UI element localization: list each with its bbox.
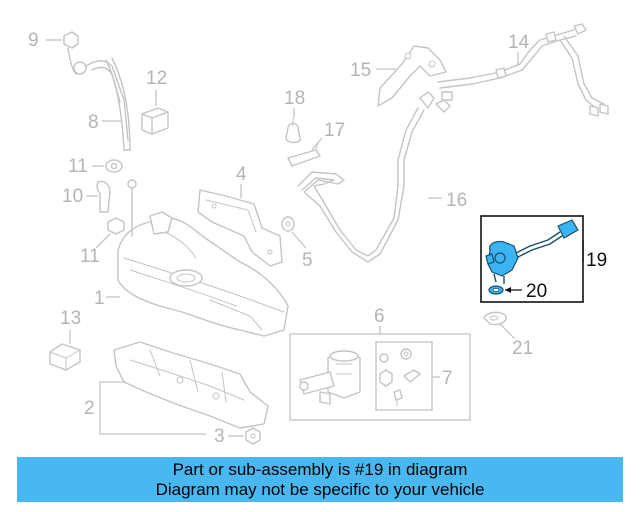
callout-18: 18 xyxy=(284,88,305,109)
part-4-heat-shield[interactable] xyxy=(197,189,283,267)
part-10-hose[interactable] xyxy=(96,180,111,213)
part-16-fuel-line[interactable] xyxy=(297,91,451,263)
callout-1: 1 xyxy=(94,288,105,309)
part-12-module[interactable] xyxy=(141,107,169,135)
part-11-clip-lower[interactable] xyxy=(107,217,125,235)
callout-5: 5 xyxy=(302,250,313,271)
part-3-nut[interactable] xyxy=(245,427,261,445)
part-1-fuel-tank[interactable] xyxy=(117,179,289,337)
footer-line-1: Part or sub-assembly is #19 in diagram xyxy=(172,460,468,479)
callout-20: 20 xyxy=(526,281,547,302)
callout-11-upper: 11 xyxy=(68,156,88,177)
callout-21: 21 xyxy=(512,338,533,359)
part-6-group-box xyxy=(289,333,471,421)
callout-4: 4 xyxy=(236,164,247,185)
callout-11-lower: 11 xyxy=(80,246,100,267)
part-19-assembly[interactable] xyxy=(485,219,579,284)
leader-2 xyxy=(99,381,206,435)
part-2-skid-plate[interactable] xyxy=(113,341,269,429)
callout-9: 9 xyxy=(28,30,39,51)
part-15-filler-bracket[interactable] xyxy=(377,45,447,107)
callout-7: 7 xyxy=(442,368,453,389)
part-11-clip-upper[interactable] xyxy=(105,159,123,173)
callout-19: 19 xyxy=(586,250,607,271)
arrow-20-icon xyxy=(505,287,511,293)
part-7-fasteners[interactable] xyxy=(379,348,421,407)
part-18-bolt[interactable] xyxy=(285,117,301,144)
part-7-group-box xyxy=(375,341,433,411)
leader-5 xyxy=(291,231,307,249)
callout-10: 10 xyxy=(62,186,83,207)
part-20-gasket[interactable] xyxy=(488,285,504,295)
leader-11-lower xyxy=(95,233,111,249)
leader-17 xyxy=(311,137,323,151)
callout-13: 13 xyxy=(60,308,81,329)
part-13-bracket[interactable] xyxy=(49,343,81,371)
leader-21 xyxy=(499,323,515,339)
callout-17: 17 xyxy=(324,120,345,141)
part-5-grommet[interactable] xyxy=(281,216,295,232)
callout-3: 3 xyxy=(214,426,225,447)
callout-16: 16 xyxy=(446,190,467,211)
footer-banner: Part or sub-assembly is #19 in diagram D… xyxy=(17,457,623,502)
part-8-vent-tube[interactable] xyxy=(105,57,131,151)
callout-12: 12 xyxy=(146,68,167,89)
callout-2: 2 xyxy=(84,398,95,419)
callout-14: 14 xyxy=(508,32,530,53)
callout-6: 6 xyxy=(374,306,385,327)
part-21-seal-ring[interactable] xyxy=(483,311,507,326)
callout-15: 15 xyxy=(350,60,371,81)
footer-line-2: Diagram may not be specific to your vehi… xyxy=(155,480,485,499)
callout-8: 8 xyxy=(88,112,99,133)
part-6-valve-assembly[interactable] xyxy=(299,350,361,405)
part-14-wiring-harness[interactable] xyxy=(437,23,609,117)
